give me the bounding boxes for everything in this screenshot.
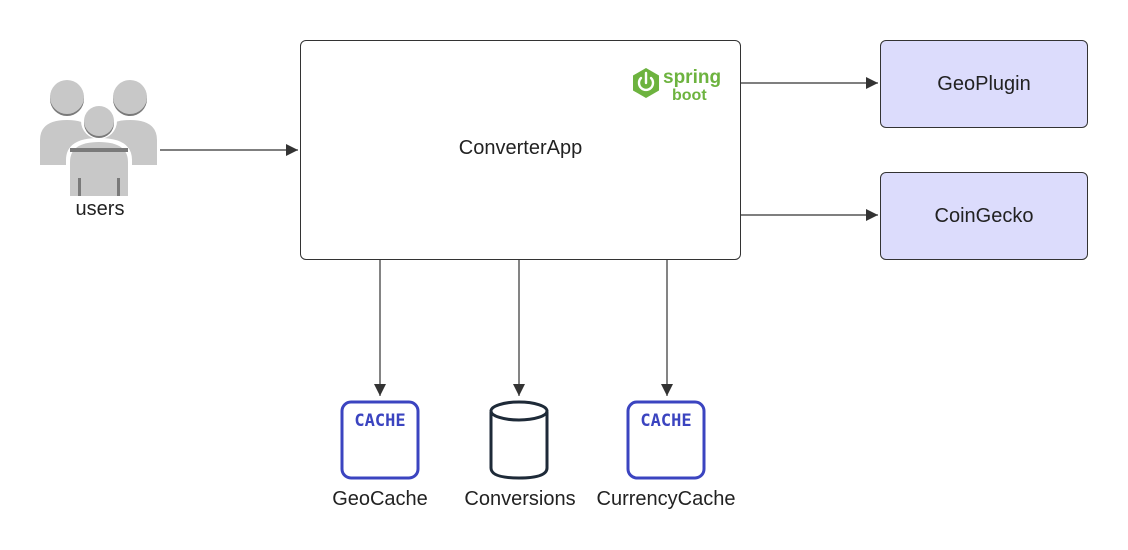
coingecko-label: CoinGecko [934,204,1034,227]
currencycache-badge-text: CACHE [640,411,691,431]
geoplugin-box[interactable]: GeoPlugin [880,40,1088,128]
coingecko-box[interactable]: CoinGecko [880,172,1088,260]
spring-boot-logo-overlay: spring boot [633,67,721,104]
logo-text-boot: boot [672,87,707,104]
geocache-badge-text: CACHE [354,411,405,431]
geocache-icon: CACHE [340,400,420,480]
converter-app-box[interactable]: ConverterApp [300,40,741,260]
conversions-label: Conversions [464,488,576,510]
geocache-label: GeoCache [332,488,428,510]
users-icon [40,80,157,198]
logo-text-spring: spring [663,67,721,88]
database-icon [489,400,549,480]
currencycache-icon: CACHE [626,400,706,480]
converter-app-label: ConverterApp [458,136,583,159]
currencycache-label: CurrencyCache [596,488,736,510]
users-label: users [75,198,125,220]
geoplugin-label: GeoPlugin [937,72,1031,95]
